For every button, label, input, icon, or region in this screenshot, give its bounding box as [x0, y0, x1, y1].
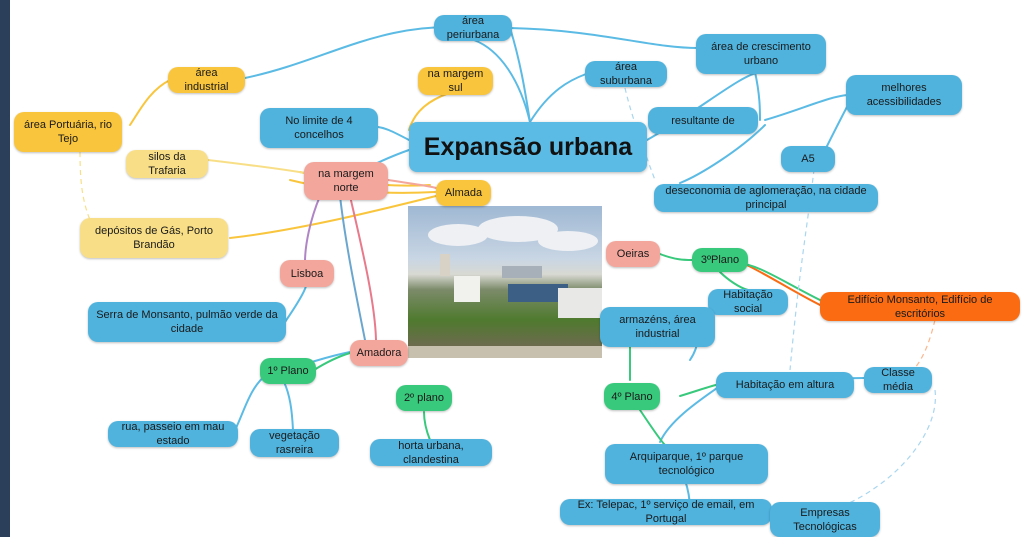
node-a5[interactable]: A5 [781, 146, 835, 172]
node-area-portuaria[interactable]: área Portuária, rio Tejo [14, 112, 122, 152]
node-limite-concelhos[interactable]: No limite de 4 concelhos [260, 108, 378, 148]
node-amadora[interactable]: Amadora [350, 340, 408, 366]
node-area-periurbana[interactable]: área periurbana [434, 15, 512, 41]
node-empresas-tecnologicas[interactable]: Empresas Tecnológicas [770, 502, 880, 537]
node-area-crescimento-urbano[interactable]: área de crescimento urbano [696, 34, 826, 74]
node-rua-passeio[interactable]: rua, passeio em mau estado [108, 421, 238, 447]
node-habitacao-altura[interactable]: Habitação em altura [716, 372, 854, 398]
node-melhores-acessibilidades[interactable]: melhores acessibilidades [846, 75, 962, 115]
node-area-industrial[interactable]: área industrial [168, 67, 245, 93]
node-lisboa[interactable]: Lisboa [280, 260, 334, 287]
node-resultante-de[interactable]: resultante de [648, 107, 758, 134]
left-edge-strip [0, 0, 10, 537]
node-horta-urbana[interactable]: horta urbana, clandestina [370, 439, 492, 466]
node-vegetacao-rasreira[interactable]: vegetação rasreira [250, 429, 339, 457]
node-segundo-plano[interactable]: 2º plano [396, 385, 452, 411]
node-arquiparque[interactable]: Arquiparque, 1º parque tecnológico [605, 444, 768, 484]
node-silos-trafaria[interactable]: silos da Trafaria [126, 150, 208, 178]
node-habitacao-social[interactable]: Habitação social [708, 289, 788, 315]
node-telepac[interactable]: Ex: Telepac, 1º serviço de email, em Por… [560, 499, 772, 525]
node-na-margem-sul[interactable]: na margem sul [418, 67, 493, 95]
central-topic[interactable]: Expansão urbana [409, 122, 647, 172]
node-na-margem-norte[interactable]: na margem norte [304, 162, 388, 200]
node-depositos-gas[interactable]: depósitos de Gás, Porto Brandão [80, 218, 228, 258]
node-deseconomia[interactable]: deseconomia de aglomeração, na cidade pr… [654, 184, 878, 212]
node-area-suburbana[interactable]: área suburbana [585, 61, 667, 87]
node-almada[interactable]: Almada [436, 180, 491, 206]
node-classe-media[interactable]: Classe média [864, 367, 932, 393]
node-terceiro-plano[interactable]: 3ºPlano [692, 248, 748, 272]
node-quarto-plano[interactable]: 4º Plano [604, 383, 660, 410]
node-armazens[interactable]: armazéns, área industrial [600, 307, 715, 347]
node-edificio-monsanto[interactable]: Edifício Monsanto, Edifício de escritóri… [820, 292, 1020, 321]
node-primeiro-plano[interactable]: 1º Plano [260, 358, 316, 384]
node-serra-monsanto[interactable]: Serra de Monsanto, pulmão verde da cidad… [88, 302, 286, 342]
landscape-photo [408, 206, 602, 358]
node-oeiras[interactable]: Oeiras [606, 241, 660, 267]
